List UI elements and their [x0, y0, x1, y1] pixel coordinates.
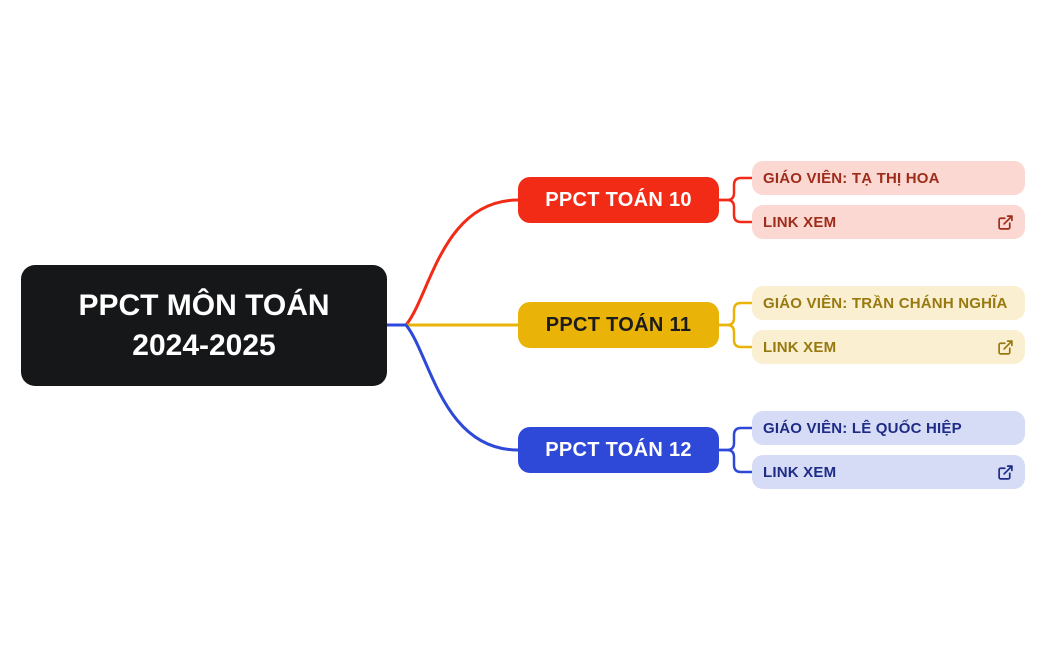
connector-toan-11-link	[717, 323, 754, 349]
connector-toan-12-link	[717, 448, 754, 474]
branch-node-ppct-toan-11[interactable]: PPCT TOÁN 11	[518, 302, 719, 348]
link-label: LINK XEM	[763, 213, 837, 231]
branch-node-ppct-toan-10[interactable]: PPCT TOÁN 10	[518, 177, 719, 223]
branch-node-ppct-toan-12[interactable]: PPCT TOÁN 12	[518, 427, 719, 473]
teacher-pill-toan-11[interactable]: GIÁO VIÊN: TRẦN CHÁNH NGHĨA	[752, 286, 1025, 320]
connector-root-to-toan-12	[385, 323, 520, 452]
link-pill-toan-12[interactable]: LINK XEM	[752, 455, 1025, 489]
connector-toan-11-teacher	[717, 301, 754, 327]
root-node[interactable]: PPCT MÔN TOÁN 2024-2025	[21, 265, 387, 386]
teacher-pill-toan-10[interactable]: GIÁO VIÊN: TẠ THỊ HOA	[752, 161, 1025, 195]
link-pill-toan-11[interactable]: LINK XEM	[752, 330, 1025, 364]
teacher-label: GIÁO VIÊN: LÊ QUỐC HIỆP	[763, 419, 962, 437]
link-pill-toan-10[interactable]: LINK XEM	[752, 205, 1025, 239]
teacher-label: GIÁO VIÊN: TẠ THỊ HOA	[763, 169, 940, 187]
connector-root-to-toan-10	[404, 198, 520, 327]
branch-label: PPCT TOÁN 11	[545, 313, 692, 336]
branch-label: PPCT TOÁN 12	[545, 438, 692, 461]
connector-toan-10-teacher	[717, 176, 754, 202]
teacher-label: GIÁO VIÊN: TRẦN CHÁNH NGHĨA	[763, 294, 1008, 312]
connector-toan-10-link	[717, 198, 754, 224]
branch-label: PPCT TOÁN 10	[545, 188, 692, 211]
link-label: LINK XEM	[763, 338, 837, 356]
teacher-pill-toan-12[interactable]: GIÁO VIÊN: LÊ QUỐC HIỆP	[752, 411, 1025, 445]
root-title: PPCT MÔN TOÁN 2024-2025	[78, 288, 330, 362]
external-link-icon	[997, 339, 1014, 356]
connector-toan-12-teacher	[717, 426, 754, 452]
external-link-icon	[997, 214, 1014, 231]
link-label: LINK XEM	[763, 463, 837, 481]
external-link-icon	[997, 464, 1014, 481]
